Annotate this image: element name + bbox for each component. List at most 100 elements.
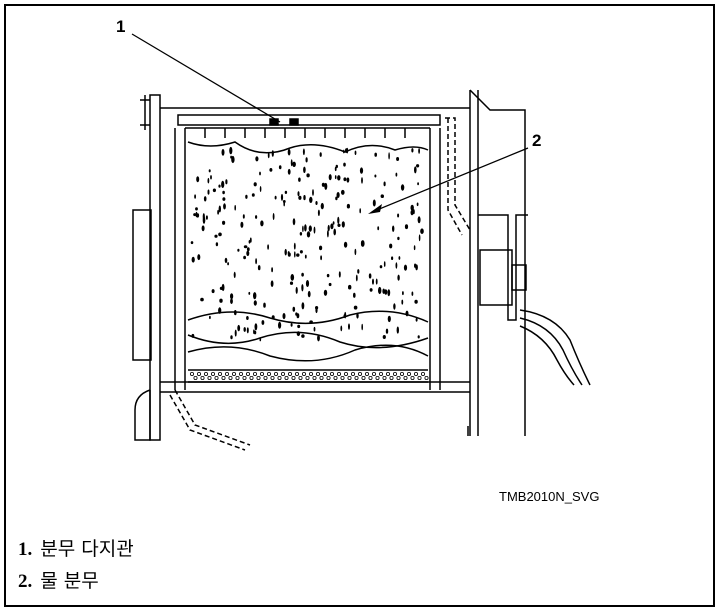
water-droplet	[284, 248, 287, 256]
water-wave	[187, 344, 429, 362]
strainer-hole	[266, 371, 271, 376]
water-droplet	[234, 329, 237, 337]
right-wall	[469, 89, 526, 436]
strainer-hole	[231, 371, 236, 376]
strainer-hole	[284, 375, 289, 380]
water-droplet	[255, 215, 258, 219]
strainer-hole	[217, 371, 222, 376]
water-droplet	[402, 291, 404, 296]
water-droplet	[415, 264, 418, 271]
water-droplet	[222, 190, 225, 195]
water-droplet	[354, 150, 357, 155]
water-droplet	[341, 189, 345, 195]
water-droplet	[269, 168, 273, 172]
water-droplet	[234, 310, 237, 316]
water-droplet	[284, 190, 288, 194]
water-droplet	[326, 273, 330, 278]
water-droplet	[414, 299, 418, 304]
water-droplet	[332, 221, 335, 225]
water-droplet	[243, 255, 247, 260]
water-droplet	[420, 228, 424, 234]
water-droplet	[196, 176, 200, 183]
strainer-hole	[326, 375, 331, 380]
legend-label: 물 분무	[40, 570, 99, 592]
water-droplet	[303, 195, 306, 201]
water-droplet	[263, 302, 266, 308]
left-panel-outline	[149, 94, 161, 441]
water-droplet	[353, 292, 356, 298]
nozzle-ticks	[204, 128, 406, 138]
water-droplet	[271, 267, 273, 273]
water-droplet	[321, 182, 325, 187]
water-droplet	[191, 256, 195, 263]
water-droplet	[383, 181, 386, 187]
water-droplet	[396, 157, 400, 161]
water-droplet	[306, 173, 310, 178]
water-wave	[187, 331, 429, 349]
water-droplet	[254, 323, 258, 331]
water-droplet	[328, 174, 332, 181]
water-droplet	[382, 335, 386, 339]
water-droplet	[221, 149, 225, 156]
water-droplet	[319, 152, 322, 157]
hose-3	[519, 325, 575, 386]
water-droplet	[416, 202, 419, 207]
strainer-hole	[256, 375, 261, 380]
water-droplet	[210, 175, 212, 180]
water-droplet	[191, 333, 195, 338]
pump-fitting	[511, 264, 527, 291]
water-droplet	[290, 159, 293, 167]
housing-bottom	[160, 381, 470, 393]
strainer-hole	[319, 375, 324, 380]
water-droplet	[353, 305, 358, 310]
water-droplet	[282, 200, 286, 203]
water-droplet	[359, 167, 364, 174]
strainer-hole	[245, 371, 250, 376]
water-droplet	[195, 211, 198, 218]
water-droplet	[270, 280, 274, 288]
water-droplet	[327, 230, 329, 238]
strainer-hole	[200, 375, 205, 380]
water-droplet	[396, 326, 399, 334]
water-droplet	[237, 248, 240, 252]
tank-left-wall	[174, 128, 186, 390]
strainer-hole	[280, 371, 285, 376]
water-droplet	[218, 205, 221, 213]
water-droplet	[243, 245, 248, 249]
water-droplet	[395, 172, 398, 177]
water-droplet	[340, 325, 343, 332]
left-side-panel	[132, 209, 152, 361]
water-droplet	[205, 215, 208, 220]
water-droplet	[410, 204, 414, 211]
water-droplet	[246, 316, 249, 320]
water-droplet	[207, 189, 210, 195]
water-droplet	[223, 203, 226, 210]
water-droplet	[368, 273, 372, 279]
water-droplet	[278, 165, 282, 170]
water-droplet	[245, 194, 248, 199]
water-droplet	[195, 207, 198, 211]
water-droplet	[369, 288, 373, 292]
water-droplet	[267, 244, 269, 250]
water-droplet	[410, 209, 414, 216]
water-droplet	[231, 155, 235, 164]
water-droplet	[246, 327, 249, 334]
callout-2-arrowhead	[368, 204, 382, 214]
water-droplet	[290, 274, 295, 281]
water-droplet	[301, 272, 304, 277]
water-droplet	[261, 320, 265, 325]
water-droplet	[215, 242, 219, 247]
strainer-hole	[259, 371, 264, 376]
strainer-hole	[298, 375, 303, 380]
strainer-hole	[410, 375, 415, 380]
strainer-hole	[347, 375, 352, 380]
water-droplet	[374, 174, 377, 178]
water-droplet	[378, 286, 382, 295]
strainer-hole	[270, 375, 275, 380]
water-droplet	[372, 278, 374, 285]
strainer-hole	[424, 375, 429, 380]
water-droplet	[259, 338, 262, 342]
water-droplet	[404, 224, 409, 230]
water-droplet	[190, 241, 194, 245]
water-droplet	[233, 271, 236, 278]
